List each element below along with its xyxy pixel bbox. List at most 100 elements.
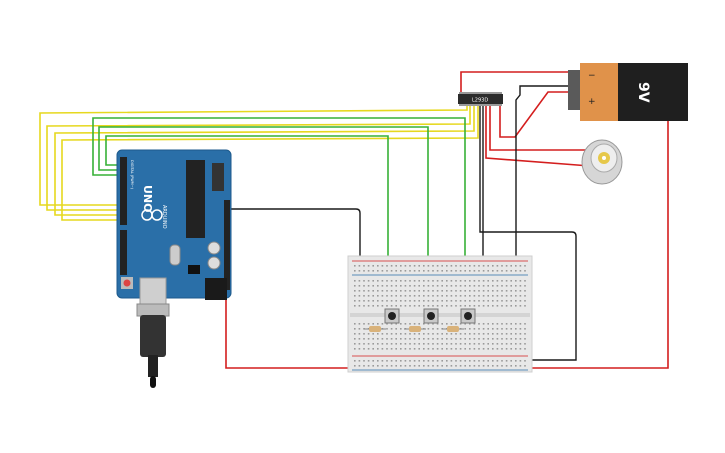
dc-motor[interactable] xyxy=(581,139,623,185)
push-button-2[interactable] xyxy=(423,308,439,324)
breadboard-hole xyxy=(423,365,425,367)
breadboard-hole xyxy=(524,280,526,282)
l293d-driver[interactable]: L293D xyxy=(458,92,503,106)
breadboard-hole xyxy=(482,270,485,272)
breadboard-hole xyxy=(450,270,453,272)
arduino-uno[interactable]: UNO ARDUINO DIGITAL (PWM~) xyxy=(116,149,232,305)
breadboard-hole xyxy=(464,348,466,350)
push-button-1[interactable] xyxy=(384,308,400,324)
breadboard-hole xyxy=(496,285,499,287)
breadboard-hole xyxy=(436,290,439,292)
breadboard-hole xyxy=(455,343,457,345)
black-wire-arduino-gnd[interactable] xyxy=(226,208,361,360)
resistor-1-body xyxy=(369,326,381,332)
breadboard-hole xyxy=(464,328,466,330)
breadboard-hole xyxy=(354,305,356,307)
breadboard[interactable] xyxy=(347,255,533,373)
red-wire-motor-b[interactable] xyxy=(485,104,591,167)
breadboard-hole xyxy=(505,328,508,330)
yellow-wire-1[interactable] xyxy=(39,104,468,206)
breadboard-hole xyxy=(441,338,443,340)
breadboard-hole xyxy=(413,338,416,340)
resistor-1[interactable] xyxy=(364,326,386,332)
battery-9v[interactable]: 9V − + xyxy=(568,63,688,121)
breadboard-hole xyxy=(469,360,471,362)
breadboard-hole xyxy=(505,300,508,302)
resistor-2[interactable] xyxy=(404,326,426,332)
black-wire-battery-minus[interactable] xyxy=(515,85,584,358)
resistor-3[interactable] xyxy=(442,326,464,332)
breadboard-hole xyxy=(418,295,420,297)
red-wire-motor-a[interactable] xyxy=(489,104,596,151)
breadboard-hole xyxy=(519,328,522,330)
black-wire-driver-gnd-1[interactable] xyxy=(478,104,577,361)
icsp-header xyxy=(212,163,224,191)
breadboard-hole xyxy=(441,360,443,362)
yellow-wire-4[interactable] xyxy=(61,104,479,221)
yellow-wire-3[interactable] xyxy=(54,104,475,216)
green-wire-2[interactable] xyxy=(98,126,429,318)
breadboard-hole xyxy=(446,295,448,297)
breadboard-hole xyxy=(455,295,457,297)
usb-cable[interactable] xyxy=(136,303,170,388)
red-wire-driver-vcc[interactable] xyxy=(499,91,580,138)
breadboard-hole xyxy=(386,348,388,350)
breadboard-hole xyxy=(400,295,402,297)
breadboard-hole xyxy=(492,360,494,362)
breadboard-hole xyxy=(418,348,420,350)
breadboard-hole xyxy=(409,348,411,350)
breadboard-hole xyxy=(501,323,503,325)
breadboard-hole xyxy=(450,333,453,335)
reset-button-cap[interactable] xyxy=(123,279,131,287)
breadboard-hole xyxy=(423,290,425,292)
red-wire-battery-plus[interactable] xyxy=(460,71,584,96)
breadboard-hole xyxy=(432,300,434,302)
breadboard-hole xyxy=(473,300,476,302)
breadboard-hole xyxy=(501,295,503,297)
breadboard-hole xyxy=(478,305,480,307)
breadboard-hole xyxy=(377,280,379,282)
breadboard-hole xyxy=(446,305,448,307)
push-button-1-cap[interactable] xyxy=(388,312,396,320)
breadboard-hole xyxy=(473,328,476,330)
breadboard-hole xyxy=(450,285,453,287)
yellow-wire-2[interactable] xyxy=(46,104,471,211)
breadboard-hole xyxy=(446,338,448,340)
breadboard-hole xyxy=(473,285,476,287)
resistor-2-body xyxy=(409,326,421,332)
breadboard-hole xyxy=(432,323,434,325)
breadboard-hole xyxy=(418,343,420,345)
push-button-3-cap[interactable] xyxy=(464,312,472,320)
breadboard-hole xyxy=(446,265,448,267)
breadboard-hole xyxy=(427,360,430,362)
breadboard-hole xyxy=(469,333,471,335)
push-button-3[interactable] xyxy=(460,308,476,324)
breadboard-hole xyxy=(418,270,420,272)
breadboard-hole xyxy=(395,300,397,302)
breadboard-hole xyxy=(524,365,526,367)
breadboard-hole xyxy=(492,365,494,367)
green-wire-1[interactable] xyxy=(92,117,466,318)
arduino-logo-right xyxy=(151,209,163,221)
breadboard-hole xyxy=(519,333,522,335)
breadboard-hole xyxy=(358,295,361,297)
breadboard-hole xyxy=(450,365,453,367)
breadboard-hole xyxy=(423,285,425,287)
breadboard-hole xyxy=(459,270,462,272)
breadboard-hole xyxy=(492,300,494,302)
breadboard-hole xyxy=(390,348,393,350)
breadboard-hole xyxy=(372,265,374,267)
green-wire-3[interactable] xyxy=(105,135,389,318)
breadboard-hole xyxy=(464,343,466,345)
breadboard-hole xyxy=(464,285,466,287)
breadboard-hole xyxy=(482,343,485,345)
breadboard-hole xyxy=(510,305,512,307)
breadboard-hole xyxy=(390,290,393,292)
push-button-2-cap[interactable] xyxy=(427,312,435,320)
breadboard-hole xyxy=(482,333,485,335)
breadboard-hole xyxy=(367,265,370,267)
breadboard-hole xyxy=(524,300,526,302)
breadboard-hole xyxy=(505,365,508,367)
breadboard-hole xyxy=(496,290,499,292)
breadboard-hole xyxy=(409,333,411,335)
